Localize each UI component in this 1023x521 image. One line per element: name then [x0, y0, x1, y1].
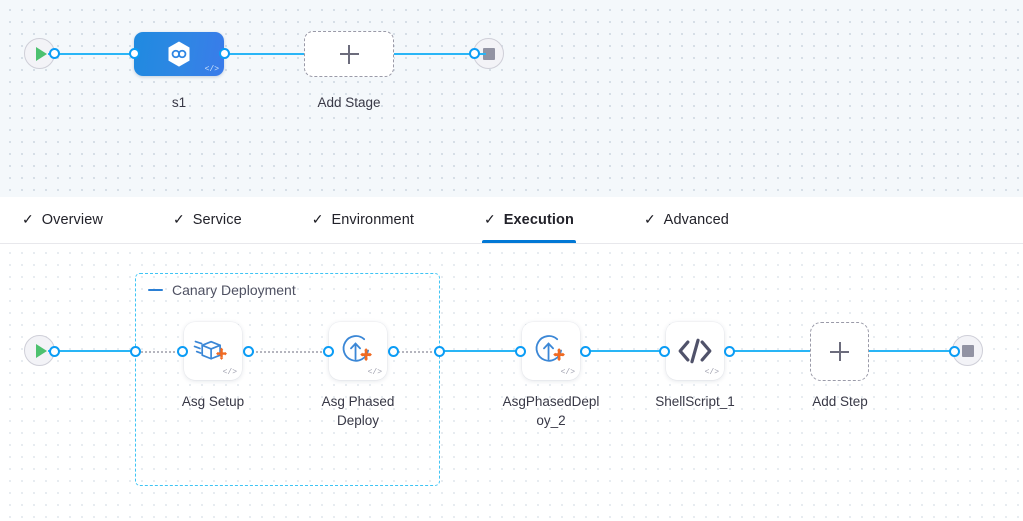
port-shellscript-out[interactable]	[724, 345, 735, 357]
check-icon: ✓	[643, 211, 656, 227]
tab-advanced[interactable]: ✓ Advanced	[642, 197, 745, 243]
add-stage-label: Add Stage	[317, 95, 381, 110]
plus-icon	[830, 342, 849, 361]
step-node-asgphaseddeploy-2[interactable]: </>	[522, 322, 580, 380]
link-asg-setup-to-phased-deploy	[249, 350, 329, 353]
link-start-to-stage	[48, 52, 145, 55]
link-stage-to-add-stage	[214, 52, 314, 55]
step-node-asg-setup[interactable]: </>	[184, 322, 242, 380]
link-group-in-to-asg-setup	[141, 350, 183, 353]
stage-label: s1	[171, 95, 187, 110]
add-step-label: Add Step	[812, 394, 868, 409]
port-group-out[interactable]	[434, 345, 445, 357]
stage-config-tabs: ✓ Overview ✓ Service ✓ Environment ✓ Exe…	[0, 197, 1023, 244]
asg-setup-code-badge: </>	[222, 368, 237, 377]
port-asg-setup-out[interactable]	[243, 345, 254, 357]
step-group-title: Canary Deployment	[172, 282, 296, 298]
tab-service[interactable]: ✓ Service	[171, 197, 258, 243]
port-asg-phased-deploy-in[interactable]	[323, 345, 334, 357]
tab-advanced-label: Advanced	[663, 212, 729, 228]
port-end-in[interactable]	[469, 48, 480, 59]
stage-canvas[interactable]: </> s1 Add Stage	[0, 0, 1023, 197]
asgphaseddeploy2-code-badge: </>	[560, 368, 575, 377]
tab-environment[interactable]: ✓ Environment	[310, 197, 430, 243]
plus-icon	[339, 44, 359, 64]
execution-canvas[interactable]: Canary Deployment	[0, 244, 1023, 521]
step-group-header[interactable]: Canary Deployment	[148, 282, 296, 298]
asg-phased-deploy-icon	[338, 332, 378, 370]
port-exec-end-in[interactable]	[949, 345, 960, 357]
port-asgphaseddeploy2-out[interactable]	[580, 345, 591, 357]
minus-icon[interactable]	[148, 288, 163, 292]
link-group-to-asgphaseddeploy2	[440, 349, 524, 353]
port-start-out[interactable]	[49, 48, 60, 59]
stage-node-s1[interactable]: </>	[134, 32, 224, 76]
tab-execution-label: Execution	[503, 212, 574, 228]
step-label-asg-phased-deploy: Asg Phased Deploy	[321, 394, 395, 428]
step-group-canary-deployment[interactable]	[135, 273, 440, 486]
play-icon	[36, 343, 47, 358]
stop-icon	[961, 344, 974, 357]
play-icon	[36, 46, 47, 61]
asg-phased-deploy-icon	[531, 332, 571, 370]
link-asgphaseddeploy2-to-shellscript	[585, 349, 669, 353]
port-asgphaseddeploy2-in[interactable]	[515, 345, 526, 357]
step-node-shellscript-1[interactable]: </>	[666, 322, 724, 380]
stop-icon	[482, 47, 495, 60]
stage-code-badge: </>	[204, 65, 219, 74]
port-stage-out[interactable]	[219, 48, 230, 59]
check-icon: ✓	[311, 211, 324, 227]
link-add-step-to-end	[869, 349, 959, 353]
step-node-asg-phased-deploy[interactable]: </>	[329, 322, 387, 380]
check-icon: ✓	[22, 211, 34, 227]
link-shellscript-to-add-step	[729, 349, 811, 353]
port-group-in[interactable]	[130, 345, 141, 357]
asg-phased-deploy-code-badge: </>	[367, 368, 382, 377]
port-shellscript-in[interactable]	[659, 345, 670, 357]
link-start-to-group	[48, 349, 140, 353]
tab-service-label: Service	[192, 212, 242, 228]
step-label-asg-setup: Asg Setup	[181, 394, 245, 409]
shell-script-code-icon	[675, 335, 715, 367]
tab-execution[interactable]: ✓ Execution	[482, 197, 590, 243]
port-exec-start-out[interactable]	[49, 345, 60, 357]
shellscript-code-badge: </>	[704, 368, 719, 377]
asg-setup-box-icon	[193, 333, 233, 369]
check-icon: ✓	[484, 211, 496, 227]
check-icon: ✓	[172, 211, 185, 227]
port-asg-setup-in[interactable]	[177, 345, 188, 357]
port-stage-in[interactable]	[129, 48, 140, 59]
harness-deploy-hexagon-icon	[164, 39, 194, 69]
tab-overview[interactable]: ✓ Overview	[20, 197, 119, 243]
step-label-asgphaseddeploy-2: AsgPhasedDepl oy_2	[502, 394, 600, 428]
step-label-shellscript-1: ShellScript_1	[655, 394, 735, 409]
link-add-stage-to-end	[388, 52, 486, 55]
port-asg-phased-deploy-out[interactable]	[388, 345, 399, 357]
tab-environment-label: Environment	[331, 212, 414, 228]
add-stage-button[interactable]	[304, 31, 394, 77]
add-step-button[interactable]	[810, 322, 869, 381]
link-phased-deploy-to-group-out	[391, 350, 439, 353]
tab-overview-label: Overview	[41, 212, 103, 228]
